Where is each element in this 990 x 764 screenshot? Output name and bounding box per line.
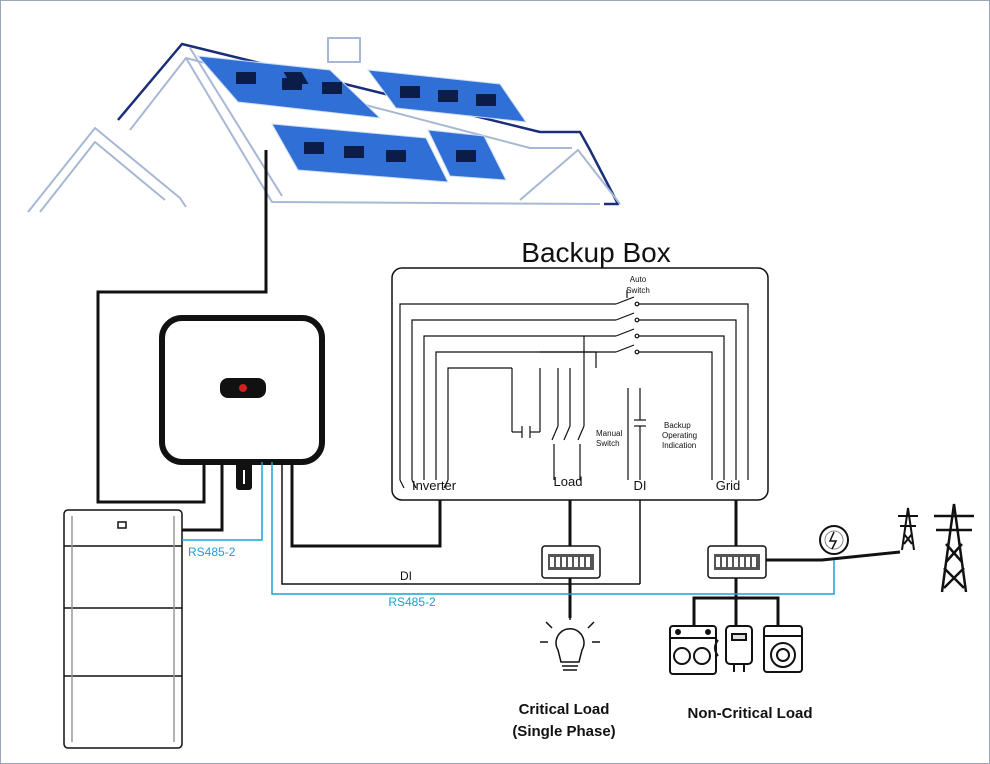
backup-indication-label-3: Indication xyxy=(662,441,696,450)
port-di: DI xyxy=(634,478,647,493)
auto-switch-label-2: Switch xyxy=(626,286,650,295)
port-load: Load xyxy=(554,474,583,489)
light-bulb-icon xyxy=(540,614,600,671)
breaker-panel-icon xyxy=(541,545,601,579)
critical-load-label: Critical Load xyxy=(519,701,610,718)
backup-indication-label: Backup xyxy=(664,421,691,430)
backup-box-wiring xyxy=(399,290,749,489)
water-heater-icon xyxy=(714,625,753,672)
washing-machine-icon xyxy=(763,625,803,673)
battery-icon xyxy=(63,509,183,749)
rs485-battery-label: RS485-2 xyxy=(188,545,236,559)
critical-load-sublabel: (Single Phase) xyxy=(512,723,615,740)
inverter-icon xyxy=(159,315,325,490)
meter-icon xyxy=(819,525,849,555)
port-inverter: Inverter xyxy=(412,478,457,493)
transmission-tower-icon xyxy=(934,503,974,593)
backup-indication-label-2: Operating xyxy=(662,431,697,440)
transmission-tower-icon xyxy=(898,507,918,551)
manual-switch-label-2: Switch xyxy=(596,439,620,448)
di-line xyxy=(281,462,640,585)
manual-switch-label: Manual xyxy=(596,429,622,438)
house-roof xyxy=(27,37,621,213)
auto-switch-label: Auto xyxy=(630,275,647,284)
backup-box-enclosure xyxy=(391,267,769,501)
rs485-line-label: RS485-2 xyxy=(388,595,436,609)
di-line-label: DI xyxy=(400,569,412,583)
port-grid: Grid xyxy=(716,478,741,493)
cooker-icon xyxy=(669,625,717,675)
backup-box-title: Backup Box xyxy=(521,237,670,268)
non-critical-load-label: Non-Critical Load xyxy=(687,705,812,722)
breaker-panel-icon xyxy=(707,545,767,579)
power-wiring xyxy=(96,150,901,626)
solar-panel-icon xyxy=(196,55,528,183)
rs485-wiring xyxy=(182,462,835,595)
